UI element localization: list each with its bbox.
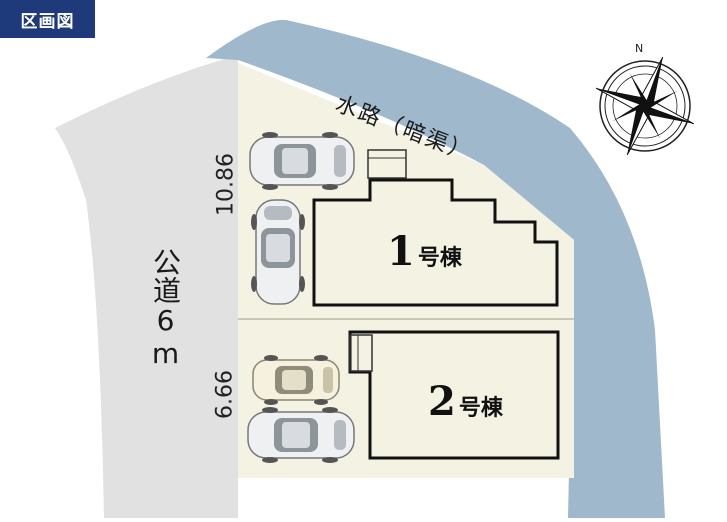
waterway bbox=[206, 19, 665, 519]
building-2-suffix: 号棟 bbox=[458, 395, 503, 421]
parking-car-1 bbox=[249, 132, 355, 190]
public-road bbox=[55, 55, 238, 518]
lot-1 bbox=[238, 63, 574, 318]
diagram-tag: 区画図 bbox=[0, 0, 95, 38]
building-1-label: 1 号棟 bbox=[387, 228, 462, 275]
building-2-label: 2 号棟 bbox=[428, 378, 503, 425]
road-label: 公道6m bbox=[149, 248, 182, 370]
building-1-number: 1 bbox=[387, 228, 415, 275]
parking-car-2 bbox=[251, 199, 305, 305]
compass-north-label: N bbox=[635, 42, 643, 55]
building-2-number: 2 bbox=[428, 378, 456, 425]
dimension-lower: 6.66 bbox=[212, 370, 238, 419]
dimension-upper: 10.86 bbox=[213, 153, 239, 216]
building-1-porch bbox=[367, 149, 407, 179]
parking-car-3 bbox=[252, 355, 340, 405]
building-2-porch bbox=[349, 334, 373, 372]
building-1-suffix: 号棟 bbox=[417, 245, 462, 271]
parking-car-4 bbox=[247, 407, 355, 463]
building-1-footprint bbox=[312, 178, 559, 307]
compass-rose: N bbox=[595, 42, 695, 156]
